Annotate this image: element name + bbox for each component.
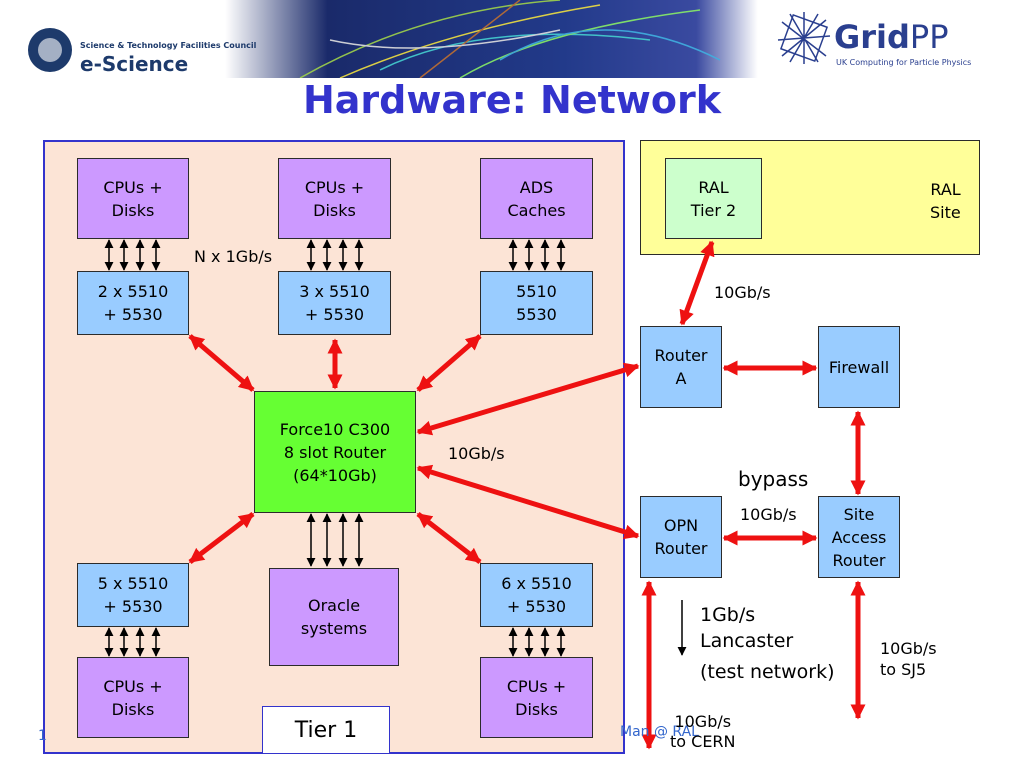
- text-line: 1Gb/s: [700, 604, 756, 626]
- label-test-network: (test network): [700, 661, 835, 683]
- box-line: Access: [831, 527, 887, 547]
- escience-text: e-Science: [80, 52, 189, 76]
- box-line: 6 x 5510: [501, 574, 572, 593]
- cpu-disks-bottom-right: CPUs + Disks: [480, 657, 593, 738]
- box-line: Firewall: [828, 357, 890, 377]
- box-line: Force10 C300: [279, 419, 391, 439]
- box-line: CPUs +: [506, 676, 567, 696]
- box-line: Disks: [313, 200, 356, 220]
- box-line: (64*10Gb): [293, 465, 377, 485]
- cpu-disks-top-middle: CPUs + Disks: [278, 158, 391, 239]
- box-line: + 5530: [103, 305, 163, 324]
- label-core-10gb: 10Gb/s: [448, 444, 505, 463]
- label-n-x-1gb: N x 1Gb/s: [194, 247, 273, 266]
- box-line: Oracle: [307, 596, 361, 615]
- box-line: 2 x 5510: [97, 282, 169, 301]
- box-line: 5530: [516, 305, 557, 324]
- box-line: 5 x 5510: [97, 574, 169, 593]
- gridpp-logo-icon: [777, 12, 831, 64]
- box-line: + 5530: [103, 597, 163, 616]
- tier1-label: Tier 1: [294, 717, 358, 743]
- box-line: Disks: [515, 699, 558, 719]
- box-line: Site: [843, 504, 875, 524]
- box-line: + 5530: [304, 305, 365, 324]
- cpu-disks-bottom-left: CPUs + Disks: [77, 657, 189, 738]
- text-line: 10Gb/s: [880, 639, 937, 658]
- ads-caches: ADS Caches: [480, 158, 593, 239]
- box-line: Router: [654, 539, 708, 558]
- box-line: + 5530: [506, 597, 567, 616]
- box-line: systems: [300, 619, 368, 638]
- switch-bottom-left: 5 x 5510 + 5530: [77, 563, 189, 627]
- gridpp-light: PP: [909, 18, 949, 56]
- text-line: RAL: [930, 180, 961, 199]
- gridpp-tagline: UK Computing for Particle Physics: [836, 58, 972, 67]
- box-line: OPN: [663, 516, 699, 535]
- text-line: 10Gb/s: [674, 712, 732, 731]
- label-to-sj5: 10Gb/s to SJ5: [880, 638, 937, 680]
- box-line: CPUs +: [103, 177, 163, 197]
- ral-tier2: RAL Tier 2: [665, 158, 762, 239]
- tier1-label-box: Tier 1: [262, 706, 390, 754]
- footer-page-number: 1: [38, 728, 47, 744]
- ral-site-label: RAL Site: [930, 178, 961, 224]
- box-line: Disks: [111, 200, 155, 220]
- box-line: CPUs +: [103, 676, 163, 696]
- switch-bottom-right: 6 x 5510 + 5530: [480, 563, 593, 627]
- text-line: Site: [930, 203, 961, 222]
- text-line: Lancaster: [700, 630, 794, 652]
- box-line: A: [675, 369, 687, 388]
- box-line: RAL: [698, 177, 729, 197]
- box-line: Tier 2: [690, 200, 737, 220]
- box-line: Disks: [111, 699, 155, 719]
- box-line: CPUs +: [304, 177, 365, 197]
- box-line: 3 x 5510: [299, 282, 370, 301]
- switch-top-right: 5510 5530: [480, 271, 593, 335]
- gridpp-bold: Grid: [834, 18, 910, 56]
- box-line: 8 slot Router: [283, 442, 387, 462]
- cpu-disks-top-left: CPUs + Disks: [77, 158, 189, 239]
- banner-graphic: [0, 0, 1024, 79]
- oracle-systems: Oracle systems: [269, 568, 399, 666]
- box-line: ADS: [519, 177, 554, 197]
- box-line: Router: [832, 550, 886, 570]
- text-line: to CERN: [670, 732, 736, 751]
- core-router-force10: Force10 C300 8 slot Router (64*10Gb): [254, 391, 416, 513]
- gridpp-wordmark: GridPP: [834, 18, 949, 56]
- label-bypass: bypass: [738, 467, 809, 491]
- firewall: Firewall: [818, 326, 900, 408]
- slide-title: Hardware: Network: [302, 78, 722, 122]
- box-line: Router: [654, 346, 708, 365]
- header-banner: Science & Technology Facilities Council …: [0, 0, 1024, 79]
- label-tier2-10gb: 10Gb/s: [714, 283, 771, 302]
- box-line: Caches: [507, 200, 566, 220]
- stfc-council-text: Science & Technology Facilities Council: [80, 41, 257, 50]
- opn-router: OPN Router: [640, 496, 722, 578]
- switch-top-left: 2 x 5510 + 5530: [77, 271, 189, 335]
- stfc-logo-inner: [38, 38, 62, 62]
- label-opn-site-10gb: 10Gb/s: [740, 505, 797, 524]
- switch-top-middle: 3 x 5510 + 5530: [278, 271, 391, 335]
- footer-right-text: Man @ RAL: [620, 724, 699, 740]
- text-line: to SJ5: [880, 660, 927, 679]
- box-line: 5510: [516, 282, 557, 301]
